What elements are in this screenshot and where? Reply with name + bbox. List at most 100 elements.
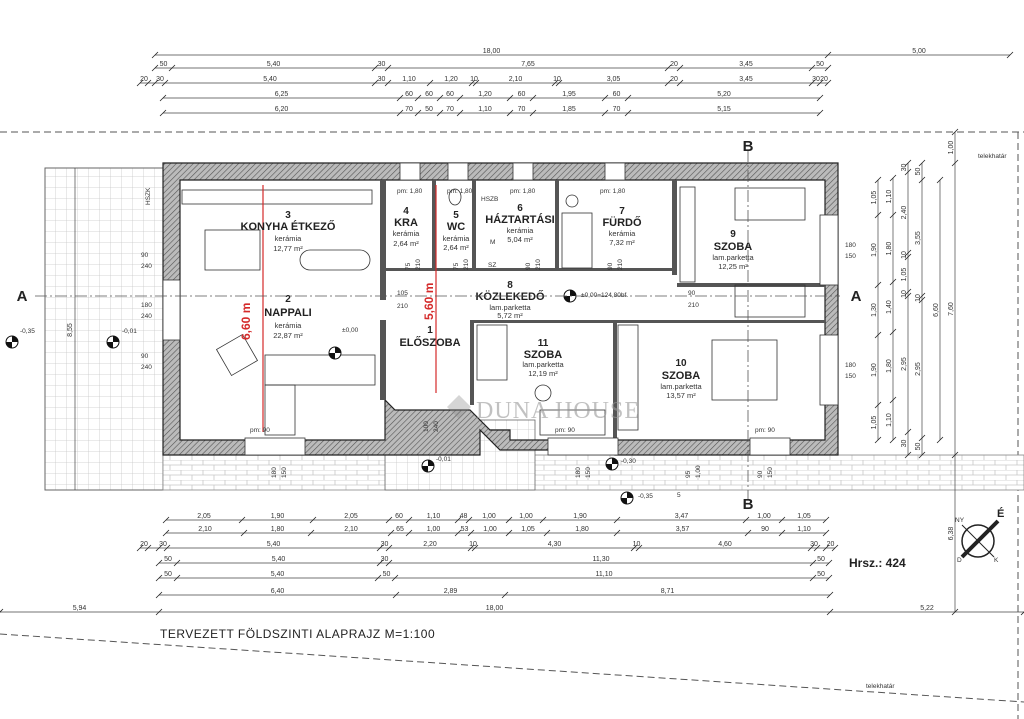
dimension-tick: [889, 396, 897, 404]
dimension-label: 2,10: [198, 526, 212, 533]
dimension-tick: [889, 211, 897, 219]
dimension-tick: [414, 109, 422, 117]
dimension-tick: [904, 292, 912, 300]
step-height: 95: [685, 470, 692, 478]
dimension-label: 1,90: [871, 363, 878, 377]
dimension-tick: [385, 544, 393, 552]
dimension-label: 1,00: [519, 513, 533, 520]
dimension-tick: [824, 79, 832, 87]
dimension-tick: [809, 574, 817, 582]
dimension-tick: [467, 544, 475, 552]
dimension-label: 5,40: [263, 76, 277, 83]
dimension-tick: [162, 516, 170, 524]
dimension-tick: [889, 328, 897, 336]
section-marker-b-bottom: B: [743, 496, 754, 513]
dimension-label: 30: [159, 541, 167, 548]
dimension-label: 3,45: [739, 61, 753, 68]
dimension-label: 60: [395, 513, 403, 520]
dimension-label: 70: [518, 106, 526, 113]
room-area: 5,72 m²: [497, 311, 523, 320]
dimension-tick: [874, 211, 882, 219]
dimension-label: 5,40: [271, 571, 285, 578]
dimension-tick: [468, 79, 476, 87]
dimension-label: 1,20: [478, 91, 492, 98]
dimension-label: 30: [381, 541, 389, 548]
step-height: 1,00: [695, 465, 702, 478]
dimension-label: 1,95: [562, 91, 576, 98]
dimension-label: 2,10: [344, 526, 358, 533]
dimension-tick: [630, 544, 638, 552]
room-number: 3: [285, 210, 291, 221]
dimension-label: 70: [613, 106, 621, 113]
dimension-tick: [159, 109, 167, 117]
dimension-label: 3,45: [739, 76, 753, 83]
dimension-label: 65: [396, 526, 404, 533]
room-name: SZOBA: [524, 349, 563, 361]
dimension-tick: [414, 94, 422, 102]
dimension-tick: [151, 51, 159, 59]
dimension-tick: [238, 516, 246, 524]
dimension-label: 30: [810, 541, 818, 548]
dimension-tick: [904, 451, 912, 459]
dimension-label: 20: [670, 76, 678, 83]
dimension-tick: [635, 544, 643, 552]
dimension-label: 1,00: [948, 141, 955, 155]
window-width: 180: [271, 467, 278, 478]
furniture: [181, 186, 806, 436]
dimension-label: 1,10: [427, 513, 441, 520]
elevation-marker-icon: [421, 459, 435, 473]
dimension-label: 20: [670, 61, 678, 68]
dimension-tick: [529, 94, 537, 102]
door-width: 90: [141, 252, 149, 259]
dimension-label: 30: [378, 76, 386, 83]
room-5: 5 WC kerámia 2,64 m²: [443, 210, 471, 252]
dimension-tick: [918, 296, 926, 304]
room-floor: lam.parketta: [489, 303, 531, 312]
room-9: 9 SZOBA lam.parketta 12,25 m²: [712, 229, 754, 271]
dimension-label: 1,00: [483, 526, 497, 533]
dimension-tick: [384, 79, 392, 87]
room-floor: kerámia: [393, 229, 421, 238]
dimension-tick: [384, 64, 392, 72]
dimension-tick: [742, 516, 750, 524]
dimension-label: 1,80: [886, 242, 893, 256]
dimension-label: 18,00: [486, 605, 504, 612]
room-number: 10: [675, 358, 687, 369]
dimension-tick: [874, 436, 882, 444]
section-marker-a-right: A: [851, 288, 862, 305]
dimension-tick: [918, 176, 926, 184]
elevation-label: -0,01: [436, 456, 451, 463]
room-2: 2 NAPPALI kerámia 22,87 m²: [264, 294, 311, 340]
dimension-tick: [613, 529, 621, 537]
dimension-tick: [456, 94, 464, 102]
room-number: 7: [619, 206, 625, 217]
dimension-label: 2,10: [509, 76, 523, 83]
watermark-text: DUNA HOUSE: [476, 398, 640, 424]
room-7: 7 FÜRDŐ kerámia 7,32 m²: [602, 206, 642, 247]
dimension-label: 3,05: [607, 76, 621, 83]
dimension-tick: [874, 176, 882, 184]
dimension-tick: [374, 574, 382, 582]
dimension-label: 10: [470, 76, 478, 83]
dimension-label: 10: [915, 294, 922, 302]
dimension-label: 50: [817, 556, 825, 563]
dimension-label: 50: [816, 61, 824, 68]
room-name: KÖZLEKEDŐ: [475, 290, 545, 303]
dimension-tick: [874, 401, 882, 409]
dimension-tick: [936, 436, 944, 444]
dimension-tick: [807, 544, 815, 552]
dimension-tick: [918, 159, 926, 167]
dimension-label: 8,71: [661, 588, 675, 595]
window-label: pm: 1,80: [510, 188, 536, 195]
elevation-label: -0,35: [20, 328, 35, 335]
dimension-label: 1,40: [886, 300, 893, 314]
room-name: WC: [447, 221, 465, 233]
lot-number: Hrsz.: 424: [849, 556, 906, 570]
dimension-tick: [454, 516, 462, 524]
dimension-tick: [307, 529, 315, 537]
dimension-label: 30: [901, 164, 908, 172]
window-width: 180: [845, 242, 856, 249]
dimension-label: 50: [425, 106, 433, 113]
